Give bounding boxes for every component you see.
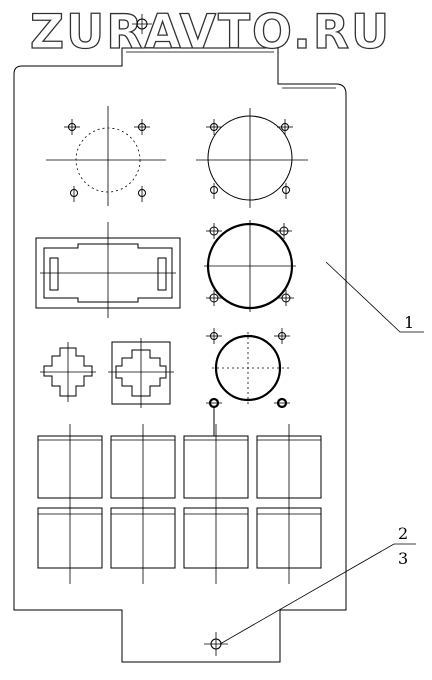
panel-outline [13, 47, 347, 663]
connector-rectangular [35, 222, 181, 318]
relay-row-upper [37, 435, 322, 499]
connector-upper-right [196, 108, 308, 208]
callout-1-label: 1 [404, 313, 414, 332]
bottom-mount-hole [204, 632, 228, 656]
watermark-text: ZURAVTO.RU [30, 5, 391, 60]
callout-2-3-leader [219, 543, 416, 645]
connector-cross-left [40, 342, 96, 402]
callout-3-label: 3 [398, 549, 408, 568]
connector-lower-right [206, 328, 290, 436]
callout-1-leader [325, 261, 424, 333]
relay-row-lower [37, 507, 322, 569]
top-mount-hole [132, 14, 152, 34]
callout-2-label: 2 [398, 524, 408, 543]
connector-upper-left [46, 106, 166, 206]
connector-middle-right [204, 220, 296, 312]
connector-cross-right [108, 338, 174, 408]
relay-centerlines [69, 424, 290, 584]
